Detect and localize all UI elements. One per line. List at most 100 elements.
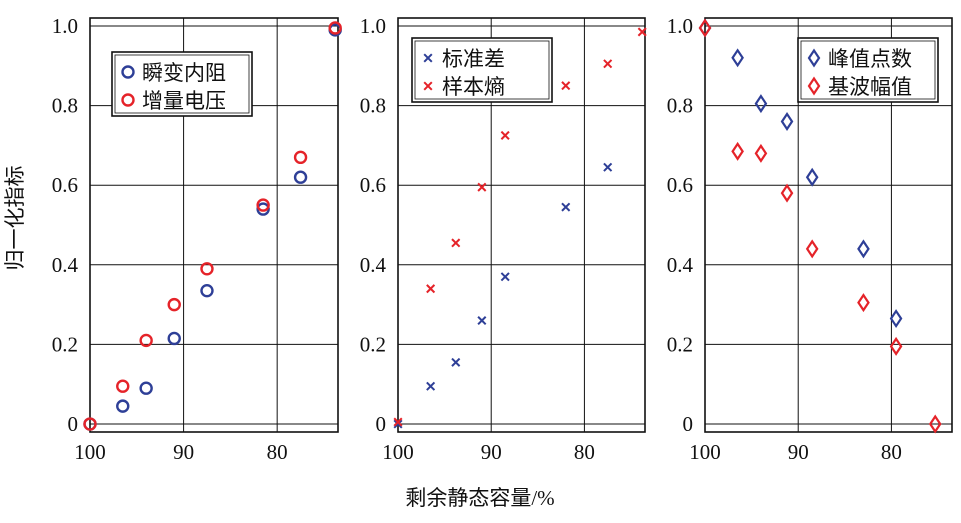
data-point-stroke xyxy=(423,81,433,91)
data-point xyxy=(167,331,181,346)
y-tick-label: 0.8 xyxy=(52,94,78,118)
y-tick-label: 1.0 xyxy=(52,14,78,38)
data-point xyxy=(200,262,214,276)
y-tick-label: 1.0 xyxy=(360,14,386,38)
data-point xyxy=(698,18,712,38)
data-point-stroke xyxy=(426,284,436,294)
legend-inner-box xyxy=(800,40,936,100)
data-point xyxy=(603,162,613,172)
data-point xyxy=(256,202,270,216)
data-point xyxy=(805,239,819,259)
data-point xyxy=(857,239,870,259)
data-point xyxy=(426,381,436,391)
y-axis-title: 归一化指标 xyxy=(3,166,27,271)
y-tick-label: 0.2 xyxy=(360,332,386,356)
data-point-stroke xyxy=(603,59,613,69)
data-point xyxy=(637,27,647,37)
data-point xyxy=(780,112,794,131)
y-tick-label: 0.2 xyxy=(667,332,693,356)
data-point xyxy=(423,81,433,91)
data-point xyxy=(328,21,342,35)
x-axis-title: 剩余静态容量/% xyxy=(405,486,554,510)
x-tick-label: 90 xyxy=(173,440,194,464)
data-point xyxy=(500,130,510,140)
y-tick-label: 0.8 xyxy=(360,94,386,118)
legend-label: 标准差 xyxy=(442,47,505,71)
data-point-stroke xyxy=(426,381,436,391)
data-point xyxy=(780,183,794,203)
data-point xyxy=(500,272,510,282)
y-tick-label: 0.4 xyxy=(360,253,387,277)
data-point-stroke xyxy=(451,357,461,367)
data-point xyxy=(116,379,130,393)
data-point xyxy=(121,65,135,79)
data-point xyxy=(857,293,870,313)
data-point xyxy=(754,94,768,114)
series-2-2 xyxy=(393,27,647,427)
data-point xyxy=(889,336,903,356)
legend-label: 峰值点数 xyxy=(828,47,912,71)
data-point xyxy=(807,76,821,96)
data-point xyxy=(200,283,214,298)
data-point xyxy=(451,357,461,367)
y-tick-label: 0.2 xyxy=(52,332,78,356)
data-point xyxy=(561,202,571,212)
y-tick-label: 0.8 xyxy=(667,94,693,118)
plot-frame xyxy=(397,17,646,433)
x-tick-label: 80 xyxy=(267,440,288,464)
y-tick-label: 0.6 xyxy=(667,173,693,197)
y-tick-label: 0.6 xyxy=(52,173,78,197)
data-point xyxy=(423,53,433,63)
plot-frame xyxy=(704,17,953,433)
legend-label: 增量电压 xyxy=(142,89,226,113)
y-tick-label: 0.6 xyxy=(360,173,386,197)
data-point xyxy=(293,170,308,184)
y-tick-label: 0.4 xyxy=(667,253,694,277)
legend-box xyxy=(797,37,939,103)
x-tick-label: 100 xyxy=(382,440,414,464)
data-point xyxy=(889,309,903,329)
data-point xyxy=(754,143,768,163)
data-point xyxy=(426,284,436,294)
data-point xyxy=(928,414,942,434)
data-point-stroke xyxy=(477,316,487,326)
data-point-stroke xyxy=(561,81,571,91)
x-tick-label: 80 xyxy=(574,440,595,464)
data-point-stroke xyxy=(451,238,461,248)
data-point xyxy=(83,417,97,431)
data-point-stroke xyxy=(500,130,510,140)
x-tick-label: 90 xyxy=(788,440,809,464)
legend-inner-box xyxy=(414,40,550,100)
legend-box xyxy=(111,51,253,117)
x-tick-label: 80 xyxy=(881,440,902,464)
data-point xyxy=(451,238,461,248)
data-point-stroke xyxy=(637,27,647,37)
data-point xyxy=(477,316,487,326)
data-point xyxy=(393,419,403,429)
x-tick-label: 100 xyxy=(74,440,106,464)
data-point xyxy=(139,381,153,395)
series-3-2 xyxy=(698,18,942,434)
data-point xyxy=(256,198,270,212)
y-tick-label: 0 xyxy=(68,412,79,436)
data-point xyxy=(731,48,744,68)
data-point-stroke xyxy=(423,53,433,63)
data-point xyxy=(477,182,487,192)
y-tick-label: 0.4 xyxy=(52,253,79,277)
data-point xyxy=(121,93,135,107)
legend-label: 样本熵 xyxy=(442,75,505,99)
y-tick-label: 0 xyxy=(683,412,694,436)
legend-box xyxy=(411,37,553,103)
data-point xyxy=(167,297,181,312)
data-point-stroke xyxy=(500,272,510,282)
y-tick-label: 0 xyxy=(376,412,387,436)
data-point xyxy=(807,48,821,68)
